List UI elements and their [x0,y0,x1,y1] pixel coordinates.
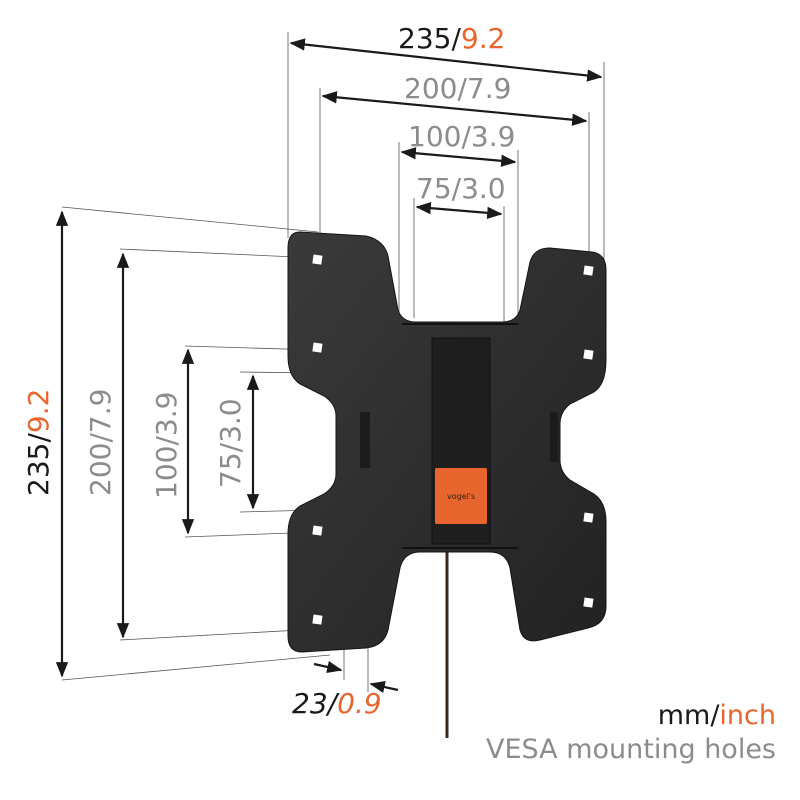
vesa-width-max-label: 200/7.9 [404,72,511,105]
release-tab-body [435,468,487,524]
vesa-height-mid-label: 100/3.9 [150,392,183,499]
mounting-hole [312,614,323,625]
left-clip [360,412,370,468]
vesa-width-min-arrow [415,202,503,219]
dimension-arrows [55,38,603,694]
vesa-width-min-label: 75/3.0 [416,172,506,205]
mounting-hole [583,349,594,360]
vesa-height-max-label: 200/7.9 [84,389,117,496]
vesa-width-mid-label: 100/3.9 [408,120,515,153]
right-clip [550,412,558,462]
legend-caption: VESA mounting holes [486,734,776,765]
wall-distance-label: 23/0.9 [292,687,382,720]
mounting-holes [312,254,594,625]
mounting-hole [312,525,323,536]
mounting-hole [583,597,594,608]
vesa-width-mid-arrow [400,147,517,167]
mounting-hole [583,265,594,276]
mounting-hole [583,512,594,523]
vesa-width-max-arrow [321,91,588,126]
overall-width-label: 235/9.2 [398,22,505,55]
mounting-hole [312,342,323,353]
wall-mount-plate: vogel's [287,231,607,738]
wall-distance-arrow-right [369,680,399,694]
overall-width-arrow [289,38,603,82]
wall-distance-arrow-left [313,660,343,674]
mounting-hole [312,254,323,265]
brand-logo-text: vogel's [447,492,475,501]
release-tab: vogel's [435,468,487,524]
overall-height-label: 235/9.2 [22,389,55,496]
vesa-height-min-label: 75/3.0 [214,398,247,488]
units-legend: mm/inch [658,700,776,731]
